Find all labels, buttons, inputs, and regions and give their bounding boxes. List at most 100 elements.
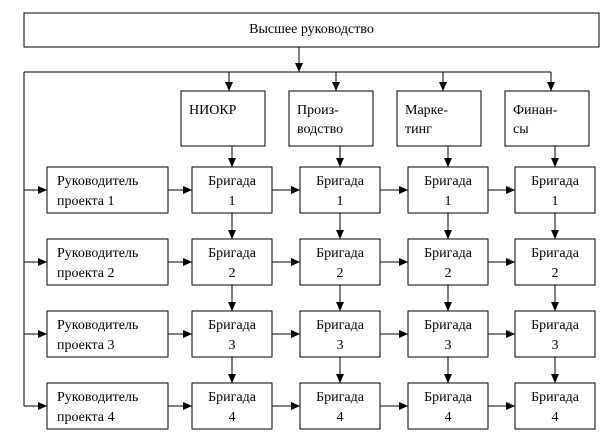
project-feed-arrow-2: [38, 258, 47, 266]
brigade-box-r1-c3: [407, 166, 489, 214]
row-1-arrow-4: [506, 186, 515, 194]
brigade-number: 4: [445, 410, 452, 425]
column-4-arrow-3: [551, 374, 559, 383]
brigade-number: 3: [229, 338, 236, 353]
brigade-box-r2-c3: [407, 238, 489, 286]
column-1-arrow-1: [228, 230, 236, 239]
column-2-arrow-3: [336, 374, 344, 383]
department-feed-arrow-1: [225, 82, 233, 91]
column-4-arrow-1: [551, 230, 559, 239]
brigade-box-r1-c2: [299, 166, 381, 214]
brigade-number: 4: [337, 410, 344, 425]
brigade-label: Бригада: [531, 318, 580, 333]
brigade-label: Бригада: [208, 174, 257, 189]
department-to-brigade-arrow-4: [551, 158, 559, 167]
project-manager-box-2: [46, 238, 169, 286]
brigade-box-r1-c4: [514, 166, 596, 214]
project-manager-label: Руководитель: [57, 174, 138, 189]
row-4-arrow-2: [291, 402, 300, 410]
department-label: водство: [297, 122, 343, 137]
top-management-box: [23, 12, 600, 48]
project-manager-label: Руководитель: [57, 246, 138, 261]
brigade-box-r2-c4: [514, 238, 596, 286]
row-3-arrow-3: [399, 330, 408, 338]
row-3-arrow-4: [506, 330, 515, 338]
project-manager-label: проекта 3: [57, 338, 115, 353]
project-feed-arrow-3: [38, 330, 47, 338]
brigade-label: Бригада: [424, 390, 473, 405]
department-to-brigade-arrow-1: [228, 158, 236, 167]
department-label: сы: [513, 122, 529, 137]
brigade-box-r4-c2: [299, 382, 381, 430]
department-label: тинг: [405, 122, 432, 137]
brigade-label: Бригада: [208, 318, 257, 333]
brigade-number: 1: [445, 194, 452, 209]
brigade-label: Бригада: [316, 318, 365, 333]
row-1-arrow-3: [399, 186, 408, 194]
brigade-label: Бригада: [208, 246, 257, 261]
department-label: Марке-: [405, 103, 448, 118]
department-to-brigade-arrow-3: [444, 158, 452, 167]
project-feed-arrow-4: [38, 402, 47, 410]
brigade-label: Бригада: [316, 246, 365, 261]
project-feed-arrow-1: [38, 186, 47, 194]
brigade-box-r3-c3: [407, 310, 489, 358]
row-1-arrow-1: [183, 186, 192, 194]
project-manager-label: проекта 2: [57, 266, 115, 281]
brigade-label: Бригада: [531, 246, 580, 261]
top-connector-arrow: [295, 63, 303, 72]
brigade-box-r4-c3: [407, 382, 489, 430]
row-2-arrow-3: [399, 258, 408, 266]
column-3-arrow-3: [444, 374, 452, 383]
department-label: Произ-: [297, 103, 339, 118]
project-manager-label: проекта 1: [57, 194, 115, 209]
project-manager-label: Руководитель: [57, 318, 138, 333]
department-to-brigade-arrow-2: [336, 158, 344, 167]
column-4-arrow-2: [551, 302, 559, 311]
brigade-number: 3: [337, 338, 344, 353]
column-1-arrow-3: [228, 374, 236, 383]
brigade-label: Бригада: [316, 174, 365, 189]
department-box-2: [288, 90, 374, 147]
row-2-arrow-4: [506, 258, 515, 266]
department-feed-arrow-3: [439, 82, 447, 91]
project-manager-box-3: [46, 310, 169, 358]
column-2-arrow-2: [336, 302, 344, 311]
brigade-number: 1: [552, 194, 559, 209]
column-2-arrow-1: [336, 230, 344, 239]
department-label: Финан-: [513, 103, 558, 118]
brigade-box-r3-c4: [514, 310, 596, 358]
brigade-number: 2: [445, 266, 452, 281]
brigade-box-r2-c2: [299, 238, 381, 286]
brigade-box-r4-c4: [514, 382, 596, 430]
row-4-arrow-4: [506, 402, 515, 410]
project-manager-label: проекта 4: [57, 410, 115, 425]
brigade-label: Бригада: [531, 390, 580, 405]
brigade-number: 1: [337, 194, 344, 209]
brigade-label: Бригада: [208, 390, 257, 405]
brigade-label: Бригада: [424, 246, 473, 261]
department-label: НИОКР: [189, 103, 237, 118]
project-manager-box-4: [46, 382, 169, 430]
row-1-arrow-2: [291, 186, 300, 194]
brigade-label: Бригада: [531, 174, 580, 189]
row-3-arrow-2: [291, 330, 300, 338]
brigade-number: 2: [229, 266, 236, 281]
brigade-number: 2: [337, 266, 344, 281]
brigade-label: Бригада: [424, 318, 473, 333]
column-3-arrow-2: [444, 302, 452, 311]
department-feed-arrow-2: [332, 82, 340, 91]
brigade-number: 3: [445, 338, 452, 353]
row-4-arrow-1: [183, 402, 192, 410]
brigade-box-r1-c1: [191, 166, 273, 214]
department-box-3: [396, 90, 482, 147]
brigade-box-r2-c1: [191, 238, 273, 286]
row-3-arrow-1: [183, 330, 192, 338]
column-3-arrow-1: [444, 230, 452, 239]
brigade-box-r3-c2: [299, 310, 381, 358]
row-2-arrow-1: [183, 258, 192, 266]
brigade-label: Бригада: [424, 174, 473, 189]
project-manager-box-1: [46, 166, 169, 214]
brigade-box-r3-c1: [191, 310, 273, 358]
